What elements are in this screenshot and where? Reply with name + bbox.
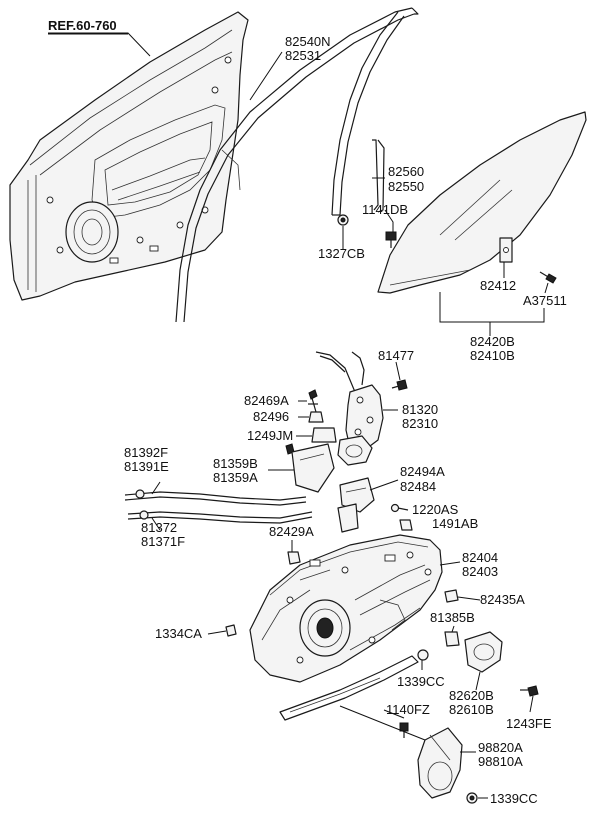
- label-1327cb: 1327CB: [318, 246, 365, 261]
- label-98820a: 98820A: [478, 740, 523, 755]
- label-82469a: 82469A: [244, 393, 289, 408]
- leader-lines: [48, 32, 549, 799]
- screw-1141db: [385, 231, 397, 248]
- label-1141db: 1141DB: [362, 202, 408, 217]
- label-82404: 82404: [462, 550, 498, 565]
- door-latch-81320: [337, 384, 384, 466]
- bracket-81359: [291, 443, 335, 493]
- clip-82496: [308, 411, 324, 423]
- label-82560: 82560: [388, 164, 424, 179]
- regulator-rail: [279, 655, 419, 721]
- label-82531: 82531: [285, 48, 321, 63]
- label-1334ca: 1334CA: [155, 626, 202, 641]
- label-82420b: 82420B: [470, 334, 515, 349]
- label-81359b: 81359B: [213, 456, 258, 471]
- label-82550: 82550: [388, 179, 424, 194]
- label-1220as: 1220AS: [412, 502, 459, 517]
- glass-run-channel: [331, 11, 405, 216]
- label-82484: 82484: [400, 479, 436, 494]
- label-82412: 82412: [480, 278, 516, 293]
- label-81372: 81372: [141, 520, 177, 535]
- part-labels: REF.60-760 82540N 82531 82560 82550 1141…: [48, 18, 567, 806]
- actuator-rod-82469a: [308, 389, 318, 413]
- label-81320: 81320: [402, 402, 438, 417]
- cable-81392f: [124, 489, 313, 524]
- label-81359a: 81359A: [213, 470, 258, 485]
- label-81385b: 81385B: [430, 610, 475, 625]
- window-regulator-module: [249, 534, 443, 683]
- nut-1339cc-a: [417, 649, 429, 661]
- door-sash-weatherstrip: [175, 7, 419, 323]
- reference-label: REF.60-760: [48, 18, 117, 33]
- label-82403: 82403: [462, 564, 498, 579]
- bolt-a37511: [539, 271, 557, 284]
- label-1491ab: 1491AB: [432, 516, 478, 531]
- bolt-1220as: [390, 503, 409, 513]
- label-82410b: 82410B: [470, 348, 515, 363]
- screw-1140fz: [399, 722, 409, 738]
- label-81392f: 81392F: [124, 445, 168, 460]
- clip-1334ca: [225, 624, 237, 637]
- label-1249jm: 1249JM: [247, 428, 293, 443]
- label-81371f: 81371F: [141, 534, 185, 549]
- handle-82620b: [464, 631, 503, 673]
- nut-1339cc-b: [466, 792, 478, 804]
- bracket-82494a: [337, 477, 375, 533]
- label-82620b: 82620B: [449, 688, 494, 703]
- label-1243fe: 1243FE: [506, 716, 552, 731]
- actuator-1249jm: [285, 427, 337, 455]
- regulator-motor-98820a: [417, 727, 463, 799]
- label-82310: 82310: [402, 416, 438, 431]
- label-82540n: 82540N: [285, 34, 331, 49]
- label-1339cc-b: 1339CC: [490, 791, 538, 806]
- screw-1327cb: [337, 214, 349, 226]
- latch-rod: [315, 351, 365, 393]
- label-82494a: 82494A: [400, 464, 445, 479]
- door-inner-panel: [9, 11, 249, 301]
- label-a37511: A37511: [523, 293, 567, 308]
- nut-82435a: [444, 589, 459, 603]
- label-1339cc-a: 1339CC: [397, 674, 445, 689]
- label-82435a: 82435A: [480, 592, 525, 607]
- label-82429a: 82429A: [269, 524, 314, 539]
- bolt-81477: [391, 379, 408, 391]
- clip-81385b: [444, 631, 460, 647]
- nut-82429a: [287, 551, 301, 565]
- label-1140fz: 1140FZ: [386, 702, 430, 717]
- door-glass: [377, 111, 587, 294]
- label-82496: 82496: [253, 409, 289, 424]
- screw-1243fe: [520, 685, 539, 697]
- label-98810a: 98810A: [478, 754, 523, 769]
- label-82610b: 82610B: [449, 702, 494, 717]
- label-81477: 81477: [378, 348, 414, 363]
- clip-1491ab: [399, 519, 413, 531]
- label-81391e: 81391E: [124, 459, 169, 474]
- glass-bracket-82412: [499, 237, 513, 263]
